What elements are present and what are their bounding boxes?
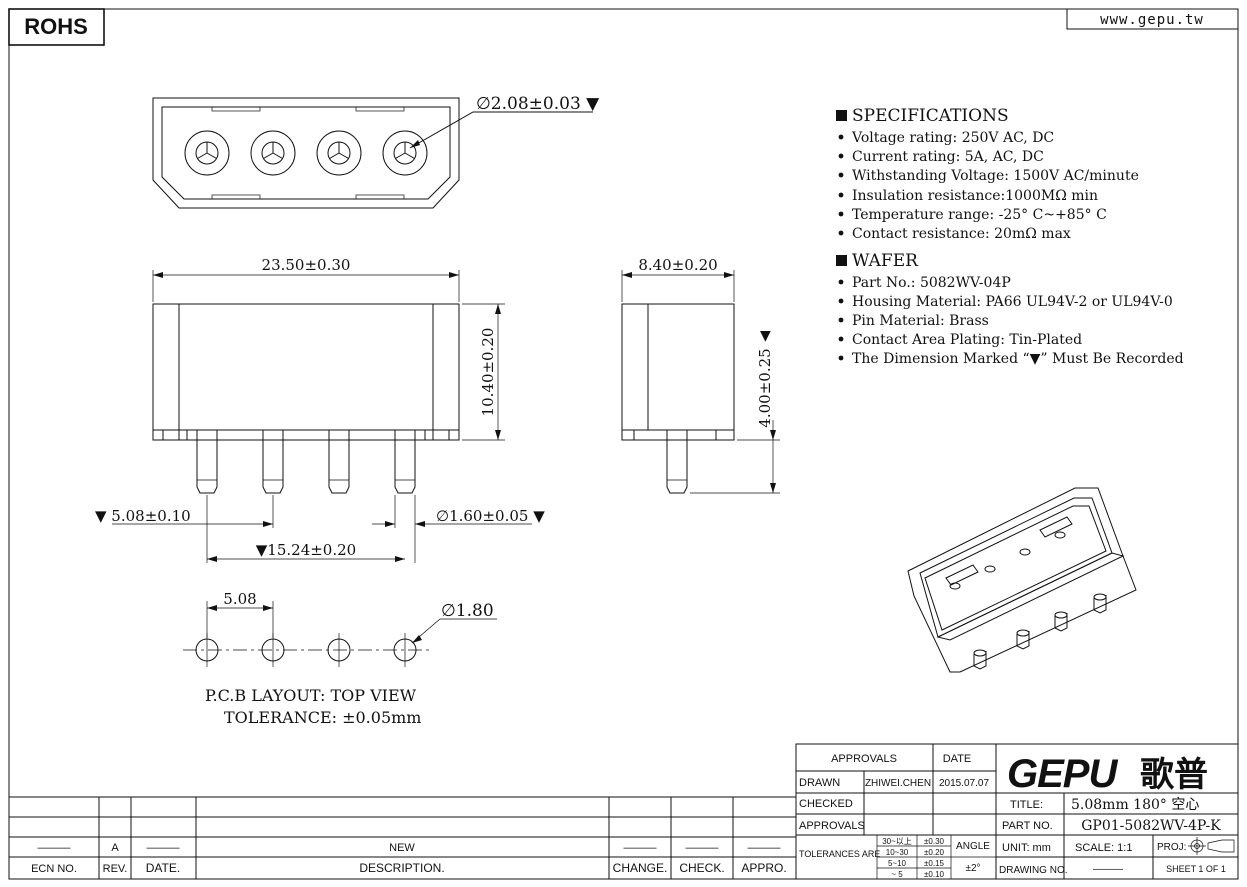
pin-dia-label: ∅1.60±0.05 ▼: [436, 507, 545, 525]
projection-symbol-icon: [1188, 837, 1235, 855]
rohs-badge: ROHS: [8, 8, 105, 46]
pitch-dim-label: ▼ 5.08±0.10: [95, 507, 191, 525]
spec-item: Insulation resistance:1000MΩ min: [852, 188, 1098, 204]
sheet-border: [8, 8, 1239, 880]
website-badge: www.gepu.tw: [1066, 8, 1239, 30]
spec-item: Contact resistance: 20mΩ max: [852, 226, 1071, 242]
spec-item: Temperature range: -25° C~+85° C: [852, 207, 1107, 223]
pcb-hole-dia-label: ∅1.80: [441, 601, 494, 621]
tolerances-label: TOLERANCES ARE: [799, 849, 880, 859]
drawn-date: 2015.07.07: [939, 778, 989, 789]
revision-header: DESCRIPTION.: [359, 861, 444, 875]
revision-header: DATE.: [146, 861, 180, 875]
width-dim-label: 23.50±0.30: [262, 256, 351, 274]
tolerance-table: 30~以上 10~30 5~10 ~ 5 ±0.30 ±0.20 ±0.15 ±…: [882, 837, 990, 879]
top-view: ∅2.08±0.03 ▼: [152, 94, 600, 209]
spec-item: Pin Material: Brass: [852, 313, 989, 329]
pcb-title: P.C.B LAYOUT: TOP VIEW: [205, 686, 417, 705]
tol-value: ±0.10: [924, 870, 945, 879]
tol-value: ±0.30: [924, 837, 945, 846]
angle-label: ANGLE: [956, 841, 990, 852]
drawing-no-value: ———: [1093, 864, 1123, 875]
height-dim-label: 10.40±0.20: [479, 328, 497, 417]
tol-value: ±0.15: [924, 859, 945, 868]
unit-label: UNIT: mm: [1002, 842, 1051, 854]
drawing-no-label: DRAWING NO.: [999, 865, 1068, 876]
logo-cjk: 歌普: [1140, 756, 1208, 794]
logo-latin: GEPU: [1007, 752, 1118, 796]
title-label: TITLE:: [1010, 799, 1043, 811]
revision-cell: ———: [624, 842, 657, 854]
spec-list-1: Voltage rating: 250V AC, DC Current rati…: [838, 130, 1139, 242]
date-header: DATE: [943, 753, 972, 765]
wafer-section-title: WAFER: [852, 251, 919, 271]
pin-length-label: 4.00±0.25: [756, 348, 774, 427]
spec-item: Voltage rating: 250V AC, DC: [851, 130, 1054, 146]
spec-item: Contact Area Plating: Tin-Plated: [852, 332, 1082, 348]
spec-list-2: Part No.: 5082WV-04P Housing Material: P…: [838, 275, 1184, 367]
isometric-view: [907, 487, 1137, 673]
approvals-label: APPROVALS: [799, 820, 865, 832]
tol-range: ~ 5: [891, 870, 903, 879]
revision-block: ——— A ——— NEW ——— ——— ——— ECN NO. REV. D…: [9, 796, 796, 879]
pcb-layout: 5.08 ∅1.80 P.C.B LAYOUT: TOP VIEW TOLERA…: [183, 590, 497, 727]
spec-section-title: SPECIFICATIONS: [852, 106, 1009, 126]
revision-header: APPRO.: [741, 861, 786, 875]
angle-value: ±2°: [965, 863, 980, 874]
drawn-label: DRAWN: [799, 777, 840, 789]
approvals-header: APPROVALS: [831, 753, 897, 765]
revision-headers: ECN NO. REV. DATE. DESCRIPTION. CHANGE. …: [31, 861, 787, 875]
front-view-pins: [196, 430, 416, 494]
gepu-logo: GEPU 歌普: [1007, 752, 1208, 796]
depth-dim-label: 8.40±0.20: [638, 256, 717, 274]
revision-header: CHANGE.: [613, 861, 668, 875]
drawn-by: ZHIWEI.CHEN: [865, 778, 931, 789]
tol-range: 10~30: [886, 848, 909, 857]
part-no-value: GP01-5082WV-4P-K: [1081, 818, 1221, 834]
scale-label: SCALE: 1:1: [1075, 842, 1132, 854]
revision-cell: NEW: [389, 842, 415, 854]
specifications: SPECIFICATIONS Voltage rating: 250V AC, …: [836, 106, 1184, 367]
title-value: 5.08mm 180° 空心: [1071, 797, 1199, 813]
spec-item: The Dimension Marked “▼” Must Be Recorde…: [852, 351, 1184, 367]
tol-value: ±0.20: [924, 848, 945, 857]
spec-item: Housing Material: PA66 UL94V-2 or UL94V-…: [852, 294, 1173, 310]
website-label: www.gepu.tw: [1100, 12, 1204, 28]
revision-cell: A: [111, 842, 119, 854]
revision-header: CHECK.: [679, 861, 724, 875]
pcb-tolerance: TOLERANCE: ±0.05mm: [224, 708, 421, 727]
top-view-holes: [184, 130, 428, 176]
hole-dia-label: ∅2.08±0.03 ▼: [476, 94, 600, 114]
revision-header: ECN NO.: [31, 863, 77, 875]
revision-row: ——— A ——— NEW ——— ——— ———: [38, 842, 781, 854]
spec-item: Withstanding Voltage: 1500V AC/minute: [852, 168, 1139, 184]
revision-header: REV.: [103, 863, 128, 875]
title-block: APPROVALS DATE DRAWN ZHIWEI.CHEN 2015.07…: [795, 743, 1239, 880]
revision-cell: ———: [38, 842, 71, 854]
part-no-label: PART NO.: [1002, 820, 1053, 832]
pin-length-marker: ▼: [760, 328, 771, 344]
checked-label: CHECKED: [799, 798, 853, 810]
tol-range: 30~以上: [882, 837, 912, 846]
spec-item: Part No.: 5082WV-04P: [852, 275, 1011, 291]
revision-cell: ———: [748, 842, 781, 854]
spec-item: Current rating: 5A, AC, DC: [852, 149, 1044, 165]
revision-cell: ———: [147, 842, 180, 854]
tol-range: 5~10: [888, 859, 907, 868]
front-view: 23.50±0.30 10.40±0.20 ▼ 5.08±0.10: [95, 256, 545, 563]
proj-label: PROJ:: [1157, 842, 1186, 853]
rohs-label: ROHS: [24, 14, 88, 39]
side-view: 8.40±0.20 4.00±0.25 ▼: [621, 256, 780, 494]
revision-cell: ———: [686, 842, 719, 854]
span-dim-label: ▼15.24±0.20: [256, 541, 356, 559]
sheet-label: SHEET 1 OF 1: [1166, 864, 1226, 874]
pcb-pitch-label: 5.08: [223, 590, 256, 608]
